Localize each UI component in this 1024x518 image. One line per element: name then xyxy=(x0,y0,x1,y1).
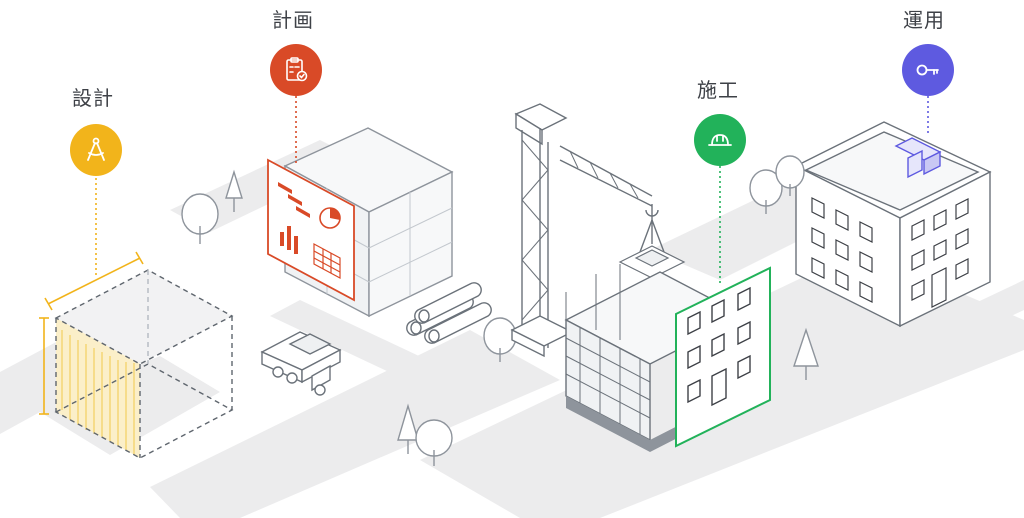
stage-label-plan: 計画 xyxy=(272,8,314,32)
construction-facade-panel xyxy=(675,266,771,448)
design-wireframe-cube xyxy=(39,251,234,459)
crane-load-pallet xyxy=(618,245,686,279)
dump-truck xyxy=(260,331,342,396)
tree-east xyxy=(793,327,819,380)
stage-label-design: 設計 xyxy=(72,86,114,110)
stage-label-construction: 施工 xyxy=(697,78,739,102)
plan-badge xyxy=(270,44,322,96)
tree-group-south xyxy=(397,403,453,466)
operation-badge xyxy=(902,44,954,96)
tree-group-west xyxy=(181,169,243,244)
design-dimension-lines xyxy=(39,251,144,415)
design-cube-dashed-edges xyxy=(54,269,234,459)
hard-hat-icon xyxy=(708,134,732,146)
road-south-east xyxy=(760,280,1024,420)
stage-label-operation: 運用 xyxy=(903,8,945,32)
operation-building xyxy=(794,121,992,328)
design-hatch-lines xyxy=(61,330,135,454)
design-cube-ground-shadow xyxy=(56,270,232,364)
pipe-stack xyxy=(406,282,492,344)
plan-chart-board xyxy=(267,158,355,302)
checklist-clipboard-icon xyxy=(286,57,308,82)
key-icon xyxy=(916,64,939,76)
drafting-compass-icon xyxy=(87,137,105,161)
design-badge xyxy=(70,124,122,176)
construction-badge xyxy=(694,114,746,166)
road-center-cross xyxy=(270,300,470,396)
tree-group-northeast xyxy=(749,155,805,214)
